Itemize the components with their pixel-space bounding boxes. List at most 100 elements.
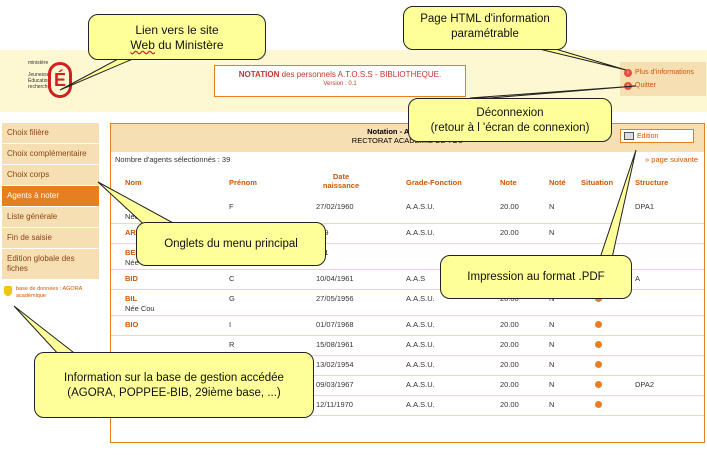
agent-note-flag: N [549, 360, 555, 369]
agent-birthdate: 15/08/1961 [316, 340, 354, 349]
situation-icon[interactable] [595, 401, 602, 410]
next-page-link[interactable]: » page suivante [645, 155, 698, 164]
agent-note: 20.00 [500, 228, 519, 237]
info-dot-icon [595, 341, 602, 348]
column-header-nom[interactable]: Nom [125, 178, 142, 187]
agent-birthdate: 13/02/1954 [316, 360, 354, 369]
callout-text: Lien vers le site [135, 23, 219, 37]
agent-name-link[interactable]: BIL [125, 294, 138, 303]
callout-text: (retour à l 'écran de connexion) [430, 122, 590, 134]
sidebar-item-agents-a-noter[interactable]: Agents à noter [2, 186, 99, 207]
agent-note-flag: N [549, 380, 555, 389]
app-title-box: NOTATION des personnels A.T.O.S.S - BIBL… [214, 65, 466, 97]
agent-birthdate: 09/03/1967 [316, 380, 354, 389]
logo-line: Jeunesse [28, 72, 50, 78]
agent-grade: A.A.S [406, 274, 426, 283]
callout-logout: Déconnexion (retour à l 'écran de connex… [408, 98, 612, 142]
agent-note: 20.00 [500, 400, 519, 409]
column-header-note-flag[interactable]: Noté [549, 178, 566, 187]
agent-birthdate: 12/11/1970 [316, 400, 353, 409]
agent-maiden-name: Née Thom [125, 212, 160, 221]
agent-name-link[interactable]: BIO [125, 320, 139, 329]
next-page-label: page suivante [651, 155, 698, 164]
agent-birthdate: 10/04/1961 [316, 274, 354, 283]
agent-name[interactable]: ARI [125, 228, 138, 237]
quit-link[interactable]: › Quitter [624, 79, 702, 92]
agent-name-link[interactable]: BEF [125, 248, 140, 257]
situation-icon[interactable] [595, 381, 602, 390]
printer-icon [624, 132, 634, 140]
callout-pdf-print: Impression au format .PDF [440, 255, 632, 299]
column-header-situation[interactable]: Situation [581, 178, 614, 187]
ministry-logo-text[interactable]: ministère Jeunesse Éducation recherche [28, 60, 50, 90]
agent-grade: A.A.S.U. [406, 320, 435, 329]
callout-ministry-link: Lien vers le site Web du Ministère [88, 14, 266, 60]
agent-note: 20.00 [500, 360, 519, 369]
more-info-link[interactable]: › Plus d'informations [624, 66, 702, 79]
column-header-date[interactable]: Date naissance [322, 172, 360, 190]
agent-firstname: R [229, 340, 235, 349]
callout-text: Onglets du menu principal [164, 238, 298, 250]
callout-info-page: Page HTML d'information paramétrable [403, 6, 567, 50]
column-header-note[interactable]: Note [500, 178, 517, 187]
sidebar-item-choix-complementaire[interactable]: Choix complémentaire [2, 144, 99, 165]
agent-note-flag: N [549, 320, 555, 329]
agent-birthdate: 27/02/1960 [316, 202, 354, 211]
app-title: NOTATION des personnels A.T.O.S.S - BIBL… [215, 70, 465, 79]
callout-text: Web du Ministère [130, 38, 224, 52]
sidebar-item-fin-de-saisie[interactable]: Fin de saisie [2, 228, 99, 249]
database-info: base de données : AGORA académique [2, 286, 99, 300]
agent-note-flag: N [549, 228, 555, 237]
sidebar-item-choix-corps[interactable]: Choix corps [2, 165, 99, 186]
ministry-logo-icon[interactable]: É [48, 62, 72, 98]
agent-firstname: F [229, 202, 234, 211]
callout-text: Information sur la base de gestion accéd… [64, 372, 284, 384]
sidebar-item-edition-globale[interactable]: Edition globale des fiches [2, 249, 99, 280]
sidebar: Choix filière Choix complémentaire Choix… [2, 123, 99, 300]
agent-note-flag: N [549, 202, 555, 211]
agent-name[interactable]: BIO [125, 320, 138, 329]
situation-icon[interactable] [595, 341, 602, 350]
agent-note: 20.00 [500, 320, 519, 329]
column-header-grade[interactable]: Grade-Fonction [406, 178, 462, 187]
arrow-icon: › [624, 68, 632, 77]
table-row[interactable]: 13/02/1954 A.A.S.U. 20.00 N [111, 356, 704, 376]
edition-button[interactable]: Edition [620, 129, 694, 143]
agent-maiden-name: Née Cou [125, 304, 155, 313]
callout-text: (AGORA, POPPEE-BIB, 29ième base, ...) [67, 387, 281, 399]
agent-grade: A.A.S.U. [406, 228, 435, 237]
agent-name-link[interactable]: ALE [125, 202, 140, 211]
agent-firstname: G [229, 294, 235, 303]
callout-text: Déconnexion [476, 107, 544, 119]
column-header-prenom[interactable]: Prénom [229, 178, 257, 187]
agent-name[interactable]: BID [125, 274, 138, 283]
agent-grade: A.A.S.U. [406, 360, 435, 369]
agent-name-link[interactable]: BID [125, 274, 138, 283]
agent-note-flag: N [549, 340, 555, 349]
situation-icon[interactable] [595, 361, 602, 370]
situation-icon[interactable] [595, 321, 602, 330]
info-dot-icon [595, 381, 602, 388]
database-info-text: base de données : AGORA académique [16, 286, 83, 299]
callout-text: Page HTML d'information [420, 13, 550, 25]
agent-note: 20.00 [500, 380, 519, 389]
edition-label: Edition [637, 132, 659, 140]
header-links: › Plus d'informations › Quitter [620, 62, 706, 96]
agent-structure: A [635, 274, 641, 283]
more-info-label: Plus d'informations [635, 69, 694, 76]
agent-note-flag: N [549, 400, 555, 409]
agent-name-link[interactable]: ARI [125, 228, 138, 237]
sidebar-item-choix-filiere[interactable]: Choix filière [2, 123, 99, 144]
sidebar-item-liste-generale[interactable]: Liste générale [2, 207, 99, 228]
column-header-structure[interactable]: Structure [635, 178, 669, 187]
